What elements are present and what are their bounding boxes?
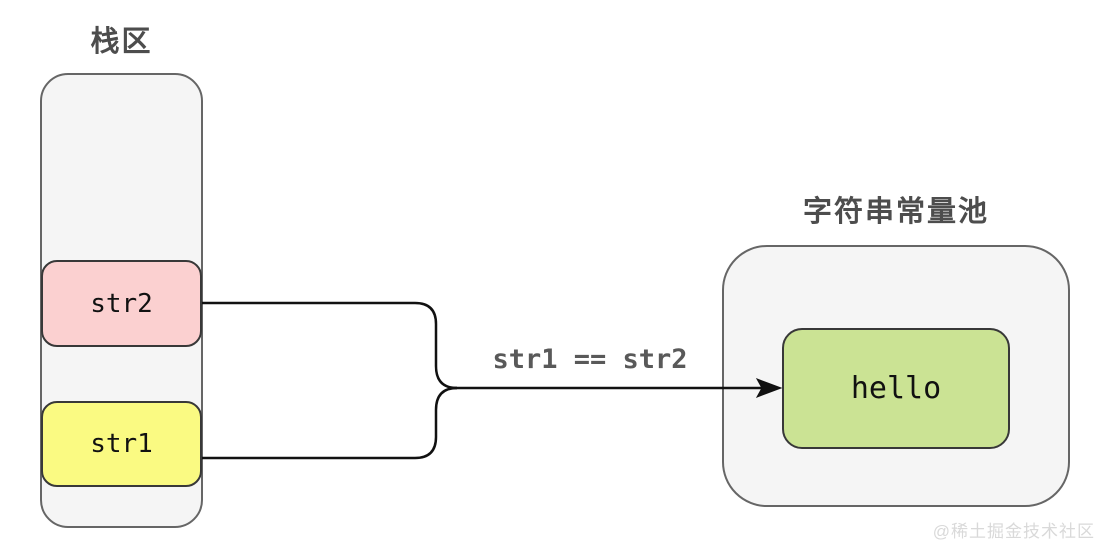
str1-label: str1: [90, 429, 153, 459]
hello-label: hello: [850, 371, 942, 406]
stack-variable-str1: str1: [41, 401, 202, 487]
watermark: @稀土掘金技术社区: [932, 522, 1095, 541]
connector-str1: [202, 386, 458, 460]
stack-region-title: 栈区: [90, 26, 153, 58]
pool-string-hello: hello: [782, 328, 1010, 449]
equality-annotation: str1 == str2: [492, 344, 688, 375]
str2-label: str2: [90, 288, 153, 319]
stack-variable-str2: str2: [41, 260, 202, 347]
connector-str2: [202, 301, 458, 390]
string-pool-region-title: 字符串常量池: [802, 196, 989, 228]
